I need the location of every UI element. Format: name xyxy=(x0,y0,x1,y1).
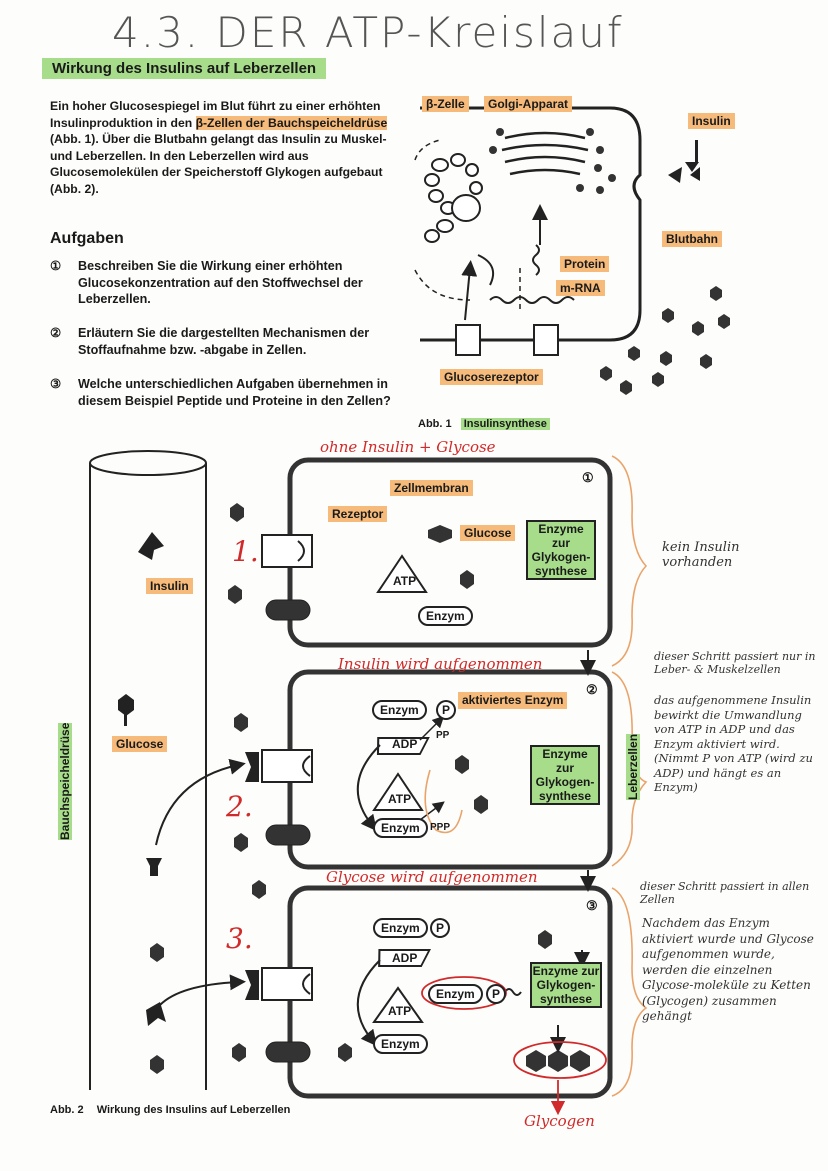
atp-cell3: ATP xyxy=(388,1004,412,1018)
tasks-heading: Aufgaben xyxy=(50,230,124,247)
intro-highlight: β-Zellen der Bauchspeicheldrüse xyxy=(195,115,388,130)
adp-cell3: ADP xyxy=(392,951,418,965)
phosphate-chain-cell3: P xyxy=(486,984,507,1004)
handwritten-title: 4.3. DER ATP-Kreislauf xyxy=(112,8,624,57)
task-item: ② Erläutern Sie die dargestellten Mechan… xyxy=(50,325,400,358)
enzym-p-chain-cell3: Enzym xyxy=(428,984,483,1004)
enzymes-box-cell3: Enzyme zur Glykogen-synthese xyxy=(530,962,602,1008)
glucose-hexagons-fig1 xyxy=(600,286,730,395)
label-glucose-cell1: Glucose xyxy=(460,525,516,541)
label-beta-cell: β-Zelle xyxy=(422,96,469,112)
fig1-caption: Abb. 1 Insulinsynthese xyxy=(418,418,550,430)
task-text: Welche unterschiedlichen Aufgaben überne… xyxy=(78,377,391,408)
task-number: ② xyxy=(50,326,62,340)
atp-label-cell1: ATP xyxy=(393,574,417,588)
fig2-caption-text: Wirkung des Insulins auf Leberzellen xyxy=(96,1104,291,1116)
task-item: ① Beschreiben Sie die Wirkung einer erhö… xyxy=(50,258,400,308)
intro-paragraph: Ein hoher Glucosespiegel im Blut führt z… xyxy=(50,98,412,197)
note3: Nachdem das Enzym aktiviert wurde und Gl… xyxy=(642,916,814,1023)
label-zellmembran: Zellmembran xyxy=(390,480,473,496)
label-mrna: m-RNA xyxy=(556,280,605,296)
phosphate-cell2: P xyxy=(436,700,457,720)
brackets xyxy=(424,455,648,1097)
section-heading: Wirkung des Insulins auf Leberzellen xyxy=(42,58,327,79)
enzym-cell3: Enzym xyxy=(373,1034,428,1054)
fig2-caption: Abb. 2 Wirkung des Insulins auf Leberzel… xyxy=(50,1104,290,1116)
enzym-p-cell3: Enzym xyxy=(373,918,428,938)
label-insulin-fig2: Insulin xyxy=(146,578,193,594)
cell1-number: ① xyxy=(582,470,594,485)
ppp-cell2: PPP xyxy=(430,822,451,833)
label-golgi: Golgi-Apparat xyxy=(484,96,572,112)
golgi-apparatus xyxy=(501,131,589,176)
fig1-caption-text: Insulinsynthese xyxy=(460,418,550,430)
glucose-hexagons-fig2 xyxy=(150,503,590,1074)
pp-cell2: PP xyxy=(436,730,450,741)
note2-red: dieser Schritt passiert nur in Leber- & … xyxy=(654,650,816,676)
label-rezeptor: Rezeptor xyxy=(328,506,388,522)
enzym-cell1: Enzym xyxy=(418,606,473,626)
fig1-beta-cell xyxy=(420,106,642,342)
label-blood: Blutbahn xyxy=(662,231,722,247)
label-protein: Protein xyxy=(560,256,610,272)
step-2: 2. xyxy=(226,790,253,823)
label-bauchspeicheldruese: Bauchspeicheldrüse xyxy=(58,722,72,840)
intro-part1: Ein hoher Glucosespiegel im Blut führt z… xyxy=(50,99,381,130)
insulin-molecules-fig2 xyxy=(118,532,164,726)
note-glycose-aufgenommen: Glycose wird aufgenommen xyxy=(326,868,538,886)
adp-cell2: ADP xyxy=(392,737,418,751)
atp-cell2: ATP xyxy=(388,792,412,806)
fig2-caption-num: Abb. 2 xyxy=(50,1104,84,1116)
golgi-vesicles xyxy=(489,128,616,194)
enzym-cell2: Enzym xyxy=(373,818,428,838)
fig1-caption-num: Abb. 1 xyxy=(418,418,452,430)
label-glucose-fig2: Glucose xyxy=(112,736,168,752)
enzymes-box-cell1: Enzyme zur Glykogen-synthese xyxy=(526,520,596,580)
step-1: 1. xyxy=(232,535,259,568)
task-item: ③ Welche unterschiedlichen Aufgaben über… xyxy=(50,376,400,409)
note3-red: dieser Schritt passiert in allen Zellen xyxy=(640,880,810,906)
step-3: 3. xyxy=(226,922,253,955)
note2: das aufgenommene Insulin bewirkt die Umw… xyxy=(654,693,813,794)
phosphate-cell3: P xyxy=(430,918,451,938)
task-number: ① xyxy=(50,259,62,273)
label-aktiviertes-enzym: aktiviertes Enzym xyxy=(458,692,568,709)
er-chain xyxy=(424,153,483,243)
intro-part2: (Abb. 1). Über die Blutbahn gelangt das … xyxy=(50,132,387,196)
note-kein-insulin: kein Insulin vorhanden xyxy=(662,540,740,570)
note-glycogen: Glycogen xyxy=(524,1112,595,1130)
cell3-number: ③ xyxy=(586,898,598,913)
note-ohne-insulin: ohne Insulin + Glycose xyxy=(320,438,496,456)
enzym-p-cell2: Enzym xyxy=(372,700,427,720)
task-text: Beschreiben Sie die Wirkung einer erhöht… xyxy=(78,259,363,306)
task-text: Erläutern Sie die dargestellten Mechanis… xyxy=(78,326,370,357)
label-insulin-fig1: Insulin xyxy=(688,113,735,129)
label-leberzellen: Leberzellen xyxy=(626,733,640,800)
label-glucose-receptor: Glucoserezeptor xyxy=(440,369,543,385)
glucose-receptors xyxy=(455,324,559,356)
cell2-number: ② xyxy=(586,682,598,697)
note-insulin-aufgenommen: Insulin wird aufgenommen xyxy=(338,655,543,673)
enzymes-box-cell2: Enzyme zur Glykogen-synthese xyxy=(530,745,600,805)
insulin-molecules xyxy=(668,140,700,183)
task-number: ③ xyxy=(50,377,62,391)
